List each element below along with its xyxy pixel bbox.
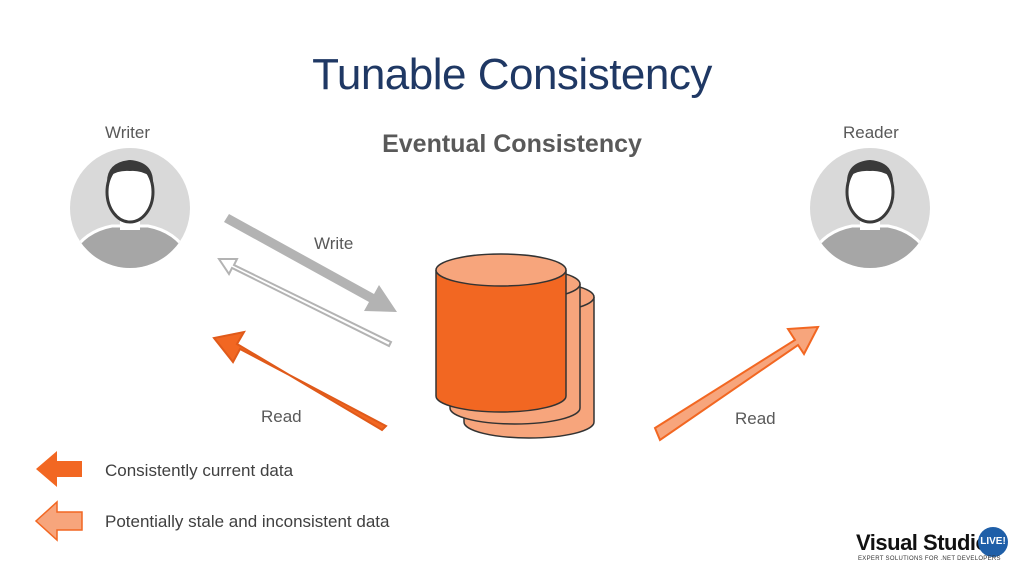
read-arrow-left (212, 330, 388, 432)
writer-avatar-icon (70, 148, 190, 268)
read-arrow-right (653, 325, 820, 442)
reader-label: Reader (843, 123, 899, 142)
legend-current-text: Consistently current data (105, 461, 294, 480)
database-icon (435, 253, 595, 439)
write-label: Write (314, 234, 354, 253)
reader-avatar-icon (810, 148, 930, 268)
writer-label: Writer (105, 123, 151, 142)
write-arrow (224, 214, 397, 312)
visual-studio-live-logo: Visual Studio LIVE! EXPERT SOLUTIONS FOR… (856, 527, 1016, 570)
page-title: Tunable Consistency (312, 50, 712, 99)
logo-tagline: EXPERT SOLUTIONS FOR .NET DEVELOPERS (858, 556, 1001, 562)
read-right-label: Read (735, 409, 776, 428)
legend-current-arrow-icon (36, 451, 82, 487)
write-ack-arrow (217, 258, 393, 348)
legend-stale-text: Potentially stale and inconsistent data (105, 512, 390, 531)
legend-stale-arrow-icon (34, 500, 83, 542)
logo-live-badge: LIVE! (978, 527, 1008, 557)
read-left-label: Read (261, 407, 302, 426)
diagram-subtitle: Eventual Consistency (382, 130, 642, 158)
logo-main-text: Visual Studio (856, 530, 989, 555)
